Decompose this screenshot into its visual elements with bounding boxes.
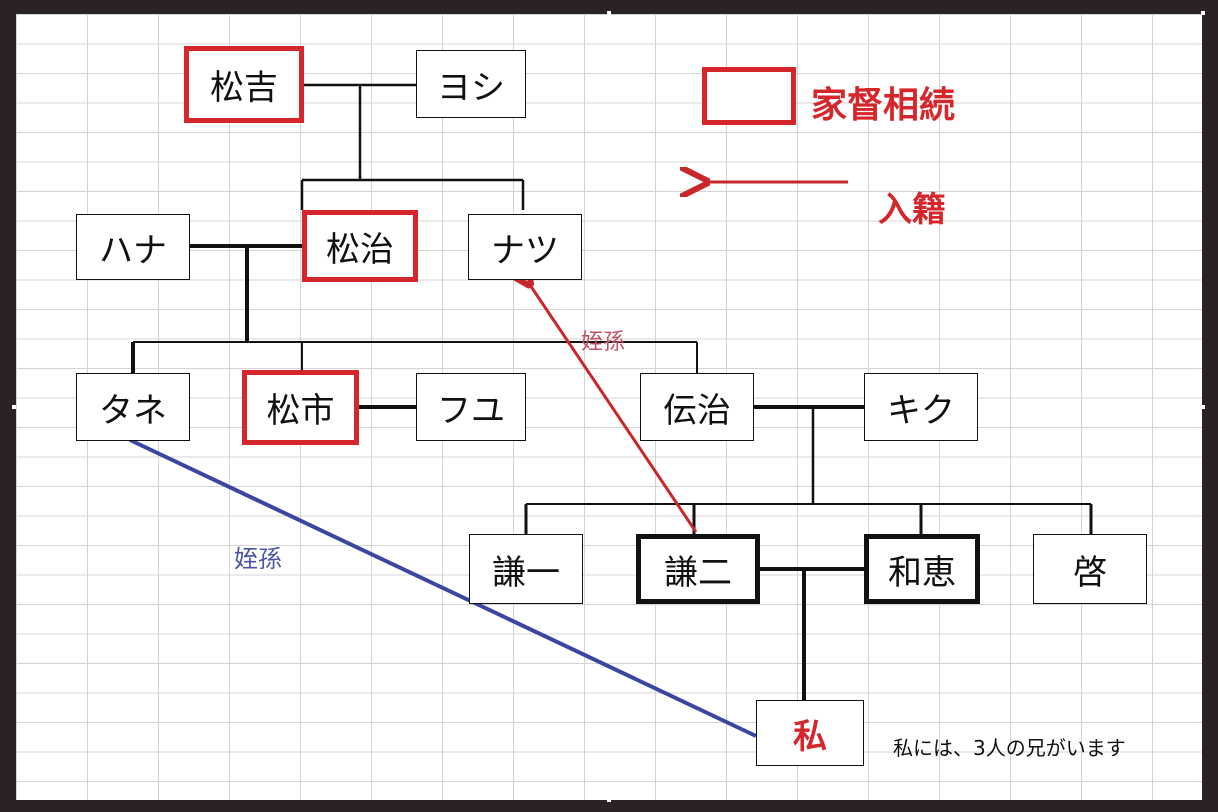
note-text: 私には、3人の兄がいます <box>893 736 1126 760</box>
cell-grid <box>16 14 1202 800</box>
relation-line-blue <box>129 438 757 738</box>
resize-handle-top-right[interactable] <box>1201 11 1205 15</box>
person-fuyu: フユ <box>416 373 526 441</box>
legend-adopt-label: 入籍 <box>878 190 946 230</box>
person-yoshi: ヨシ <box>416 50 526 118</box>
resize-handle-left[interactable] <box>12 405 16 409</box>
person-matsuji: 松治 <box>302 210 418 282</box>
resize-handle-bottom[interactable] <box>607 798 611 802</box>
person-kenji: 謙二 <box>636 534 760 604</box>
person-kenichi: 謙一 <box>469 534 583 604</box>
person-matsuichi: 松市 <box>242 370 359 445</box>
resize-handle-right[interactable] <box>1201 405 1205 409</box>
person-me: 私 <box>756 700 864 766</box>
relation-label-blue: 姪孫 <box>234 545 282 573</box>
spreadsheet-canvas: 家督相続 入籍 松吉 ヨシ ハナ 松治 ナツ タネ 松市 フユ 伝治 キク 謙一… <box>16 14 1202 800</box>
person-denji: 伝治 <box>640 373 754 441</box>
person-hana: ハナ <box>76 214 190 280</box>
legend-heir-label: 家督相続 <box>811 84 956 126</box>
relation-arrow-red <box>528 282 698 533</box>
legend-heir-box <box>702 67 796 125</box>
person-kiku: キク <box>864 373 978 441</box>
person-tane: タネ <box>76 373 190 441</box>
person-matsukichi: 松吉 <box>184 46 304 123</box>
relation-label-red: 姪孫 <box>581 330 626 355</box>
person-kei: 啓 <box>1033 534 1147 604</box>
connector-lines <box>129 83 1093 738</box>
person-natsu: ナツ <box>468 214 582 280</box>
person-kazue: 和恵 <box>864 534 980 604</box>
resize-handle-top[interactable] <box>607 11 611 15</box>
